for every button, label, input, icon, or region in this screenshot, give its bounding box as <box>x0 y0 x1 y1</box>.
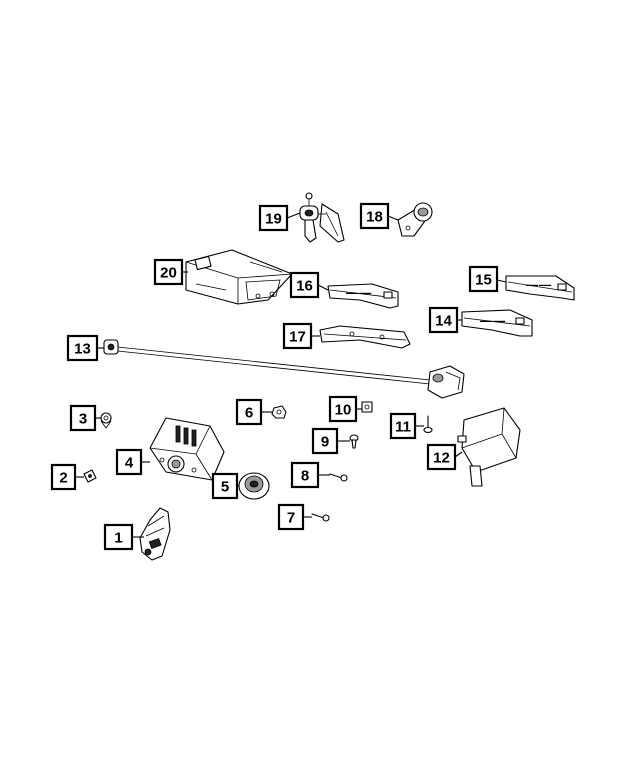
callout-12-label: 12 <box>433 450 450 467</box>
callout-9-label: 9 <box>321 434 329 451</box>
callout-16-label: 16 <box>296 278 313 295</box>
svg-text:▬▬▬ ▬▬▬: ▬▬▬ ▬▬▬ <box>346 290 371 295</box>
svg-text:▬▬▬ ▬▬▬: ▬▬▬ ▬▬▬ <box>480 318 505 323</box>
callout-17: 17 <box>282 322 313 350</box>
callout-14-label: 14 <box>435 313 452 330</box>
callout-10-label: 10 <box>335 402 352 419</box>
part-13-antenna-cable <box>103 339 465 399</box>
callout-12: 12 <box>426 443 457 471</box>
callout-7: 7 <box>277 503 305 531</box>
callout-5-label: 5 <box>221 479 229 496</box>
callout-11: 11 <box>389 412 417 440</box>
part-20-control-module <box>185 249 293 305</box>
svg-text:▬▬▬ ▬▬▬: ▬▬▬ ▬▬▬ <box>526 282 551 287</box>
part-14-bracket: ▬▬▬ ▬▬▬ <box>461 309 533 337</box>
callout-1-label: 1 <box>114 530 122 547</box>
part-3-nut <box>100 412 112 429</box>
callout-17-label: 17 <box>289 329 306 346</box>
part-16-bracket: ▬▬▬ ▬▬▬ <box>327 283 399 309</box>
callout-6-label: 6 <box>245 405 253 422</box>
callout-20-label: 20 <box>160 265 177 282</box>
part-4-module <box>149 417 225 481</box>
part-9-push-pin <box>349 434 359 449</box>
callout-4-label: 4 <box>125 455 134 472</box>
callout-8-label: 8 <box>301 468 309 485</box>
part-17-bracket <box>319 325 411 349</box>
callout-3: 3 <box>69 404 97 432</box>
callout-10: 10 <box>328 395 358 423</box>
part-8-screw <box>329 473 348 482</box>
callout-5: 5 <box>211 472 239 500</box>
callout-18: 18 <box>359 202 390 230</box>
callout-13-label: 13 <box>74 341 91 358</box>
part-5-switch <box>238 472 270 500</box>
callout-14: 14 <box>428 306 459 334</box>
callout-16: 16 <box>289 271 320 299</box>
callout-6: 6 <box>235 398 263 426</box>
callout-7-label: 7 <box>287 510 295 527</box>
part-10-clip <box>361 401 373 413</box>
part-19-antenna-bracket <box>299 192 345 243</box>
callout-15: 15 <box>468 265 499 293</box>
part-7-screw <box>311 513 330 522</box>
callout-1: 1 <box>103 523 134 551</box>
callout-9: 9 <box>311 427 339 455</box>
part-6-nut <box>271 405 287 419</box>
callout-2-label: 2 <box>59 470 67 487</box>
callout-19-label: 19 <box>265 211 282 228</box>
callout-19: 19 <box>258 204 289 232</box>
callout-11-label: 11 <box>395 419 411 436</box>
part-2-clip <box>83 469 97 483</box>
callout-8: 8 <box>290 461 320 489</box>
callout-15-label: 15 <box>475 272 492 289</box>
callout-20: 20 <box>153 258 184 286</box>
callout-3-label: 3 <box>79 411 87 428</box>
part-12-receiver-module <box>457 407 521 487</box>
part-18-sensor-bracket <box>397 202 433 237</box>
part-1-key-fob <box>139 507 171 561</box>
callout-2: 2 <box>50 463 77 491</box>
part-11-push-pin <box>423 415 433 434</box>
part-15-bracket: ▬▬▬ ▬▬▬ <box>505 275 575 301</box>
callout-18-label: 18 <box>366 209 383 226</box>
callout-13: 13 <box>66 334 99 362</box>
callout-4: 4 <box>115 448 143 476</box>
